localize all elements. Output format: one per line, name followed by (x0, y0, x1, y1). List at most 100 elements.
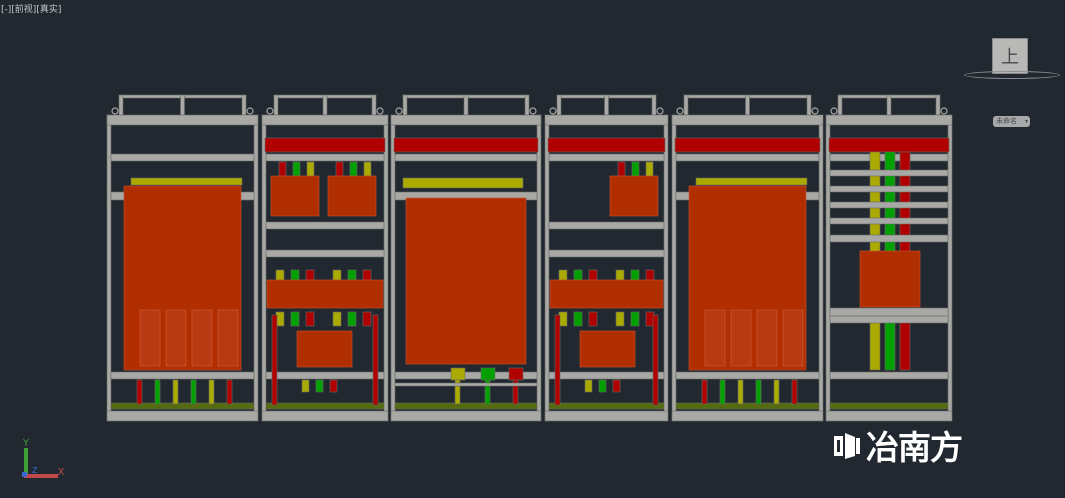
logo-mark-icon (834, 433, 860, 459)
breaker-phase-link (631, 161, 640, 177)
current-transformer (579, 330, 636, 368)
viewcube-face-label: 上 (1001, 47, 1019, 68)
cross-rail (548, 371, 665, 380)
cross-rail (548, 249, 665, 258)
chevron-down-icon: ▾ (1024, 118, 1028, 125)
lifting-eye (940, 107, 948, 115)
lifting-eye (266, 107, 274, 115)
main-busbar (264, 137, 386, 153)
output-terminal (301, 379, 310, 393)
main-busbar (547, 137, 666, 153)
switch-phase-link (347, 269, 357, 281)
output-terminal (315, 379, 324, 393)
viewcube-compass-ring[interactable] (964, 71, 1060, 79)
cross-rail (265, 249, 385, 258)
cross-rail (548, 153, 665, 162)
lifting-eye (529, 107, 537, 115)
switch-phase-link (347, 311, 357, 327)
drive-heatsink-fin (704, 309, 726, 367)
viewport-controls-menu[interactable]: [-] (1, 5, 12, 15)
cross-rail (394, 382, 538, 387)
vertical-busbar (652, 314, 659, 406)
output-terminal (598, 379, 607, 393)
ground-busbar (675, 402, 820, 410)
output-cable-terminal (737, 379, 744, 405)
viewcube[interactable]: 上 (992, 38, 1028, 74)
breaker-phase-link (349, 161, 358, 177)
drive-heatsink-fin (191, 309, 213, 367)
cross-rail (265, 221, 385, 230)
cross-rail (110, 153, 255, 162)
visual-style-menu[interactable]: [真实] (36, 5, 62, 15)
switch-phase-link (573, 311, 583, 327)
drive-heatsink-fin (165, 309, 187, 367)
current-transformer (296, 330, 353, 368)
cabinet-top-rail (390, 114, 542, 126)
logo-text: 冶南方 (866, 428, 963, 467)
output-cable-terminal (172, 379, 179, 405)
cabinet-upright (544, 114, 550, 422)
lifting-frame-post (402, 94, 408, 116)
lifting-eye (811, 107, 819, 115)
lifting-frame-post (683, 94, 689, 116)
vertical-phase-busbar-lower (899, 321, 911, 371)
lifting-frame-post (273, 94, 279, 116)
lifting-eye (676, 107, 684, 115)
view-menu[interactable]: [前视] (11, 5, 37, 15)
molded-case-breaker (609, 175, 659, 217)
output-cable-terminal (136, 379, 143, 405)
company-logo: 冶南方 (832, 421, 963, 469)
output-cable-terminal (791, 379, 798, 405)
load-switch (266, 279, 384, 309)
switch-phase-link (362, 269, 372, 281)
lifting-frame-post (806, 94, 812, 116)
output-cable-terminal (773, 379, 780, 405)
ground-busbar (548, 402, 665, 410)
cabinet-top-rail (544, 114, 669, 126)
lifting-eye (656, 107, 664, 115)
ucs-z-label: Z (32, 466, 38, 475)
yellow-busbar (130, 177, 243, 186)
cabinet-bottom-rail (106, 410, 259, 422)
lifting-frame-post (556, 94, 562, 116)
phase-terminal (480, 367, 496, 381)
ground-busbar (394, 402, 538, 410)
breaker-phase-link (278, 161, 287, 177)
vertical-busbar (271, 314, 278, 406)
phase-terminal (508, 367, 524, 381)
ucs-menu-button[interactable]: 未命名 ▾ (993, 116, 1030, 127)
cabinet-upright (818, 114, 824, 422)
lifting-frame-post (651, 94, 657, 116)
cross-rail (548, 221, 665, 230)
breaker-phase-link (292, 161, 301, 177)
cross-rail (829, 169, 949, 177)
switch-phase-link (332, 269, 342, 281)
switch-phase-link (558, 269, 568, 281)
cabinet-upright (671, 114, 677, 422)
lifting-eye (111, 107, 119, 115)
cabinet-upright (947, 114, 953, 422)
output-cable-terminal (154, 379, 161, 405)
switch-phase-link (588, 269, 598, 281)
cabinet-upright (261, 114, 267, 422)
breaker-phase-link (645, 161, 654, 177)
drive-heatsink-fin (217, 309, 239, 367)
lifting-frame-post (463, 94, 469, 116)
breaker-phase-link (306, 161, 315, 177)
cross-rail (829, 371, 949, 380)
lifting-frame-post (322, 94, 328, 116)
vertical-phase-busbar-lower (869, 321, 881, 371)
cross-rail (675, 371, 820, 380)
lifting-frame-post (935, 94, 941, 116)
lifting-frame-post (180, 94, 185, 116)
ucs-menu-label: 未命名 (996, 117, 1017, 125)
cross-rail (829, 201, 949, 209)
phase-cable (512, 379, 519, 405)
viewport-label: [-][前视][真实] (1, 2, 61, 15)
lifting-eye (376, 107, 384, 115)
cross-rail (265, 153, 385, 162)
cabinet-top-rail (825, 114, 953, 126)
phase-cable (484, 379, 491, 405)
lifting-eye (549, 107, 557, 115)
